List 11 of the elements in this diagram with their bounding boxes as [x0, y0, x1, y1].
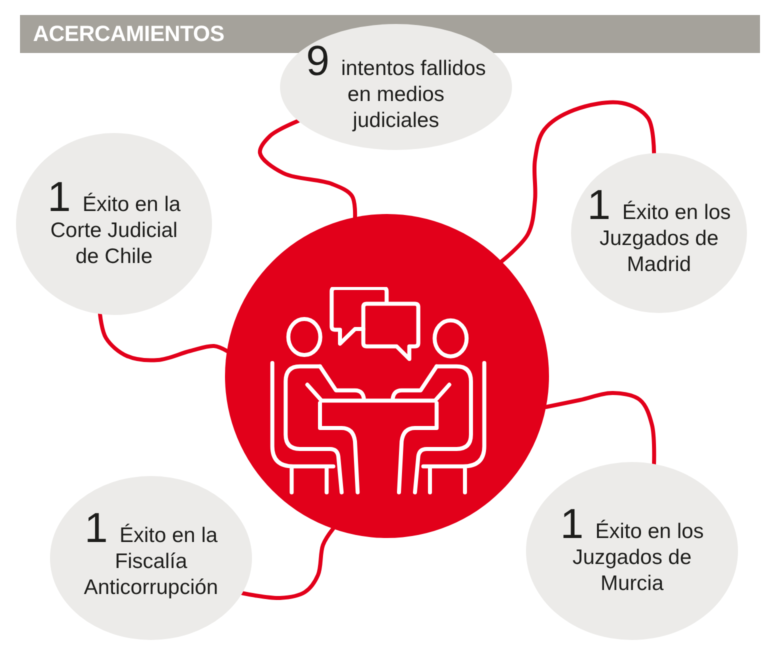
- stat-text: 9 intentos fallidos en medios judiciales: [305, 48, 487, 134]
- connector-line: [544, 391, 656, 466]
- stat-text: 1 Éxito en la Corte Judicial de Chile: [46, 184, 182, 270]
- connector-line: [258, 118, 358, 220]
- stat-text: 1 Éxito en la Fiscalía Anticorrupción: [82, 515, 220, 601]
- connector-line: [240, 526, 336, 600]
- stat-text: 1 Éxito en los Juzgados de Madrid: [586, 192, 732, 278]
- stat-text: 1 Éxito en los Juzgados de Murcia: [559, 511, 705, 597]
- title-text: ACERCAMIENTOS: [33, 20, 224, 48]
- connector-line: [98, 312, 229, 362]
- connector-line: [500, 100, 656, 264]
